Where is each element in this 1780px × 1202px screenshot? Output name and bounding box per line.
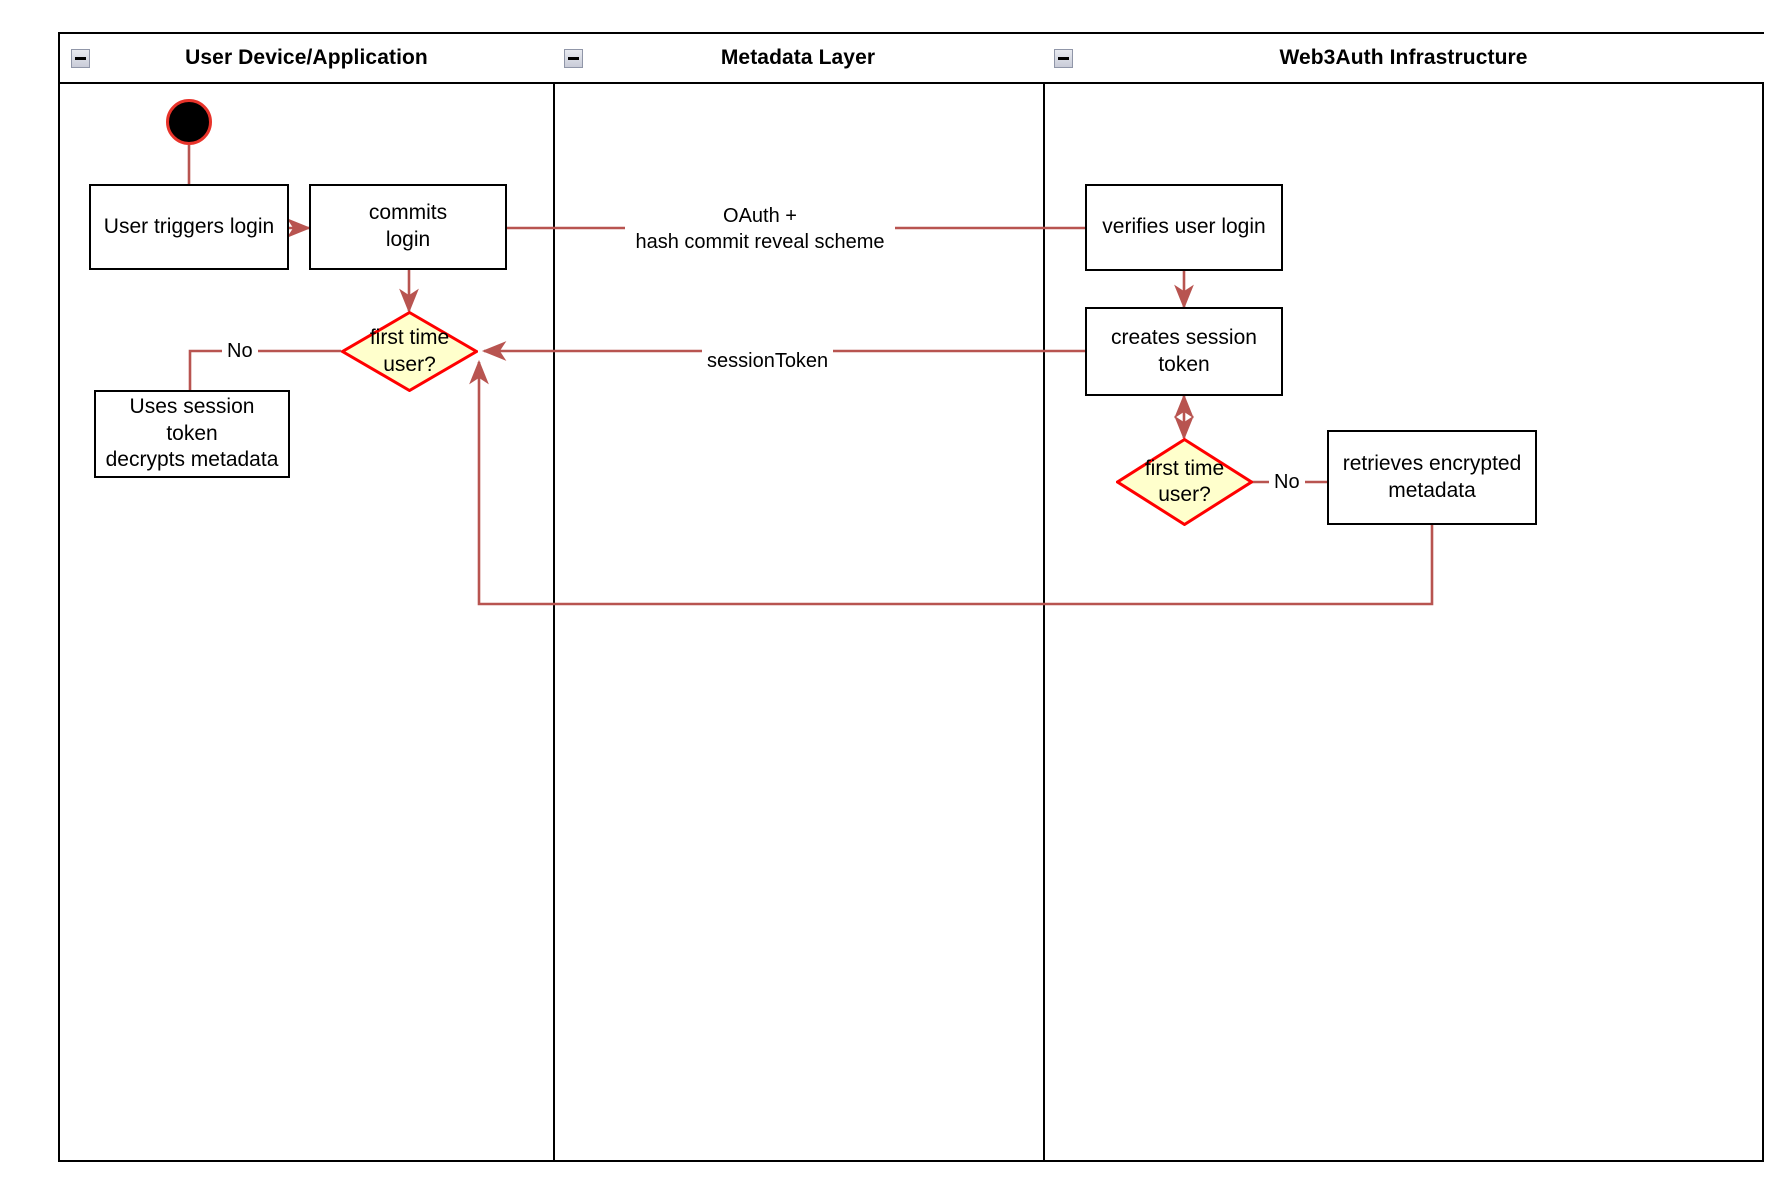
activity-label: User triggers login bbox=[103, 214, 275, 238]
activity-label-line1: Uses session bbox=[129, 395, 255, 419]
activity-label-line2: login bbox=[385, 228, 431, 251]
activity-verifies-user-login[interactable]: verifies user login bbox=[1085, 184, 1283, 271]
activity-creates-session-token[interactable]: creates session token bbox=[1085, 307, 1283, 396]
activity-label-line3: decrypts metadata bbox=[105, 448, 279, 472]
lane-separator-2 bbox=[1043, 34, 1045, 1160]
lane-title-web3auth: Web3Auth Infrastructure bbox=[1279, 46, 1528, 69]
minus-icon[interactable] bbox=[564, 49, 583, 68]
edge-label-no-left: No bbox=[222, 338, 258, 364]
edge-label-oauth-line2: hash commit reveal scheme bbox=[635, 231, 885, 253]
lane-header-metadata-layer: Metadata Layer bbox=[553, 34, 1043, 84]
activity-retrieves-encrypted-metadata[interactable]: retrieves encrypted metadata bbox=[1327, 430, 1537, 525]
decision-first-time-user-left[interactable]: first time user? bbox=[341, 311, 478, 392]
edge-label-no-right: No bbox=[1269, 469, 1305, 495]
activity-label-line2: token bbox=[1158, 352, 1210, 376]
activity-label-line1: retrieves encrypted bbox=[1342, 451, 1522, 475]
lane-separator-1 bbox=[553, 34, 555, 1160]
activity-label-line2: metadata bbox=[1388, 478, 1476, 502]
activity-uses-session-token[interactable]: Uses session token decrypts metadata bbox=[94, 390, 290, 478]
lane-header-user-device: User Device/Application bbox=[60, 34, 553, 84]
lane-header-web3auth: Web3Auth Infrastructure bbox=[1043, 34, 1764, 84]
edge-label-oauth-line1: OAuth + bbox=[723, 205, 797, 227]
decision-first-time-user-right[interactable]: first time user? bbox=[1116, 438, 1253, 526]
activity-user-triggers-login[interactable]: User triggers login bbox=[89, 184, 289, 270]
activity-label-line1: commits bbox=[368, 201, 448, 225]
activity-label-line2: token bbox=[166, 421, 218, 445]
activity-commits-login[interactable]: commits login bbox=[309, 184, 507, 270]
minus-icon[interactable] bbox=[1054, 49, 1073, 68]
start-node bbox=[166, 99, 212, 145]
edge-label-oauth: OAuth + hash commit reveal scheme bbox=[625, 203, 895, 255]
minus-icon[interactable] bbox=[71, 49, 90, 68]
activity-label: verifies user login bbox=[1102, 215, 1266, 239]
lane-title-metadata-layer: Metadata Layer bbox=[720, 46, 876, 69]
lane-title-user-device: User Device/Application bbox=[185, 46, 428, 69]
activity-label-line1: creates session bbox=[1111, 325, 1257, 349]
edge-label-session-token: sessionToken bbox=[702, 348, 834, 374]
